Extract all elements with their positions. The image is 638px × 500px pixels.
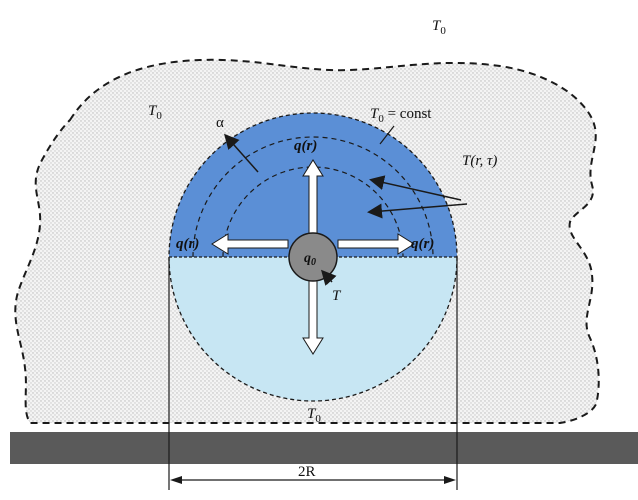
t-r-tau-pointer-1 xyxy=(369,175,462,201)
label-q-r-top: q(r) xyxy=(294,138,317,154)
t-center-pointer xyxy=(320,269,337,286)
label-bottom-t0: T0 xyxy=(307,406,321,425)
label-top-right-t0: T0 xyxy=(432,18,446,37)
label-q0: q0 xyxy=(304,251,316,268)
label-left-t0: T0 xyxy=(148,103,162,122)
flux-arrow-right xyxy=(337,233,415,255)
label-q-r-left: q(r) xyxy=(176,236,199,252)
flux-arrow-up xyxy=(302,159,324,237)
dimension-arrowhead-right xyxy=(444,476,456,484)
label-t-r-tau: T(r, τ) xyxy=(462,153,497,169)
t-r-tau-pointer-2 xyxy=(367,203,468,219)
isotherm-arc-outer xyxy=(192,136,434,258)
flux-arrow-down xyxy=(302,277,324,355)
label-t-center: T xyxy=(332,288,342,304)
label-alpha: α xyxy=(216,115,224,131)
t0-const-pointer xyxy=(379,125,395,145)
dimension-arrowhead-left xyxy=(170,476,182,484)
label-dimension-2r: 2R xyxy=(298,464,316,480)
flux-arrow-left xyxy=(211,233,289,255)
label-q-r-right: q(r) xyxy=(411,236,434,252)
alpha-pointer xyxy=(224,133,259,173)
label-t0-const: T0 = const xyxy=(370,106,432,125)
ground-slab xyxy=(10,432,638,464)
heat-source-core xyxy=(288,232,338,282)
